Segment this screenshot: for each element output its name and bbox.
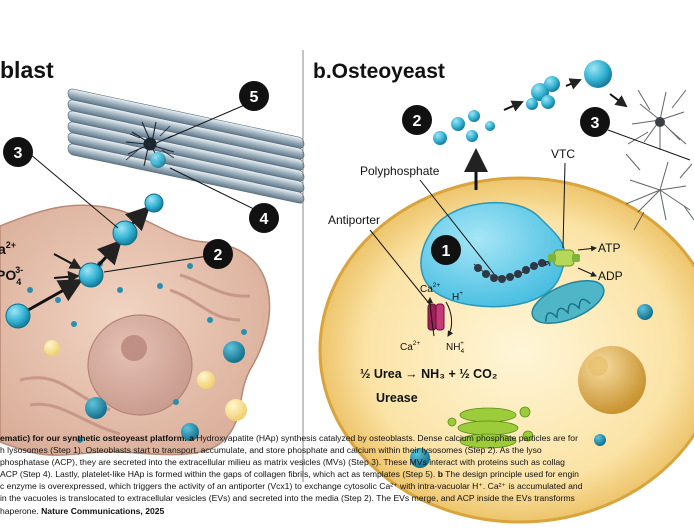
caption-line: haperone. Nature Communications, 2025	[0, 505, 694, 517]
lysosome	[85, 397, 107, 419]
vacuole	[420, 201, 566, 308]
step-marker-5: 5	[239, 81, 269, 111]
urea-equation: ½ Urea → NH₃ + ½ CO₂	[360, 367, 497, 381]
vtc-label: VTC	[551, 147, 575, 161]
step-marker-4: 4	[249, 203, 279, 233]
ion-phosphate: PO43-	[0, 265, 23, 287]
svg-text:2: 2	[214, 247, 223, 264]
small-vacuole	[637, 304, 653, 320]
vtc-complex	[548, 249, 580, 267]
er-ridges	[19, 273, 251, 436]
caption-bold: ematic) for our synthetic osteoyeast pla…	[0, 433, 194, 443]
vesicle	[197, 371, 215, 389]
caption-bold: b	[437, 469, 443, 480]
panel-a-title: blast	[0, 57, 54, 83]
step-marker-b3: 3	[580, 107, 610, 137]
vesicle	[225, 399, 247, 421]
hap-crystals-yeast	[625, 89, 694, 231]
adp-label: ADP	[598, 269, 623, 283]
extracellular-vesicles	[433, 110, 495, 145]
large-ev	[584, 60, 612, 88]
transport-pathway	[5, 193, 164, 329]
nucleus	[87, 314, 193, 416]
ca-inside-label: Ca2+	[420, 282, 440, 295]
svg-text:4: 4	[260, 211, 269, 228]
pi-label: Pi	[545, 262, 551, 268]
ion-calcium: a2+	[0, 240, 16, 257]
step-marker-2: 2	[203, 239, 233, 269]
small-vacuole	[410, 448, 430, 468]
lysosome-step2	[78, 262, 104, 288]
caption-line: c enzyme is overexpressed, which trigger…	[0, 481, 583, 492]
vesicle	[44, 340, 60, 356]
step-marker-b2: 2	[402, 105, 432, 135]
merged-vesicles	[526, 76, 560, 110]
lysosome	[181, 423, 199, 441]
svg-text:3: 3	[591, 115, 600, 132]
collagen-fibrils	[67, 88, 305, 204]
nucleus-yeast	[578, 346, 646, 414]
antiporter-protein	[427, 303, 445, 331]
small-vacuole	[594, 434, 606, 446]
figure-caption: ematic) for our synthetic osteoyeast pla…	[0, 432, 694, 532]
matrix-vesicle	[112, 220, 138, 246]
nucleolus-yeast	[588, 356, 608, 376]
nucleolus	[121, 335, 147, 361]
hap-crystal-cluster	[125, 121, 175, 167]
svg-text:3: 3	[14, 145, 23, 162]
panel-b-title: b.Osteoyeast	[313, 60, 445, 83]
antiporter-label: Antiporter	[328, 213, 380, 227]
nh4-label: NH4+	[446, 340, 464, 355]
caption-text: ACP (Step 4). Lastly, platelet-like HAp …	[0, 469, 438, 480]
panel-a: blast	[0, 57, 305, 456]
caption-line: h lysosomes (Step 1). Osteoblasts start …	[0, 445, 542, 456]
caption-text: The design principle used for engin	[442, 469, 579, 480]
polyphosphate-chain: Pi	[473, 259, 557, 283]
svg-text:1: 1	[442, 243, 451, 260]
ca-outside-label: Ca2+	[400, 340, 420, 353]
svg-text:2: 2	[413, 113, 422, 130]
atp-label: ATP	[598, 241, 620, 255]
caption-line: ematic) for our synthetic osteoyeast pla…	[0, 432, 694, 444]
mitochondrion	[531, 280, 605, 324]
polyphosphate-label: Polyphosphate	[360, 164, 440, 178]
caption-line: phosphatase (ACP), they are secreted int…	[0, 457, 565, 468]
caption-line: in the vacuoles is translocated to extra…	[0, 493, 575, 504]
crystal-core	[655, 117, 665, 127]
caption-line: ACP (Step 4). Lastly, platelet-like HAp …	[0, 468, 694, 480]
step-marker-3: 3	[3, 137, 33, 167]
panel-b: b.Osteoyeast	[313, 60, 694, 524]
lysosome	[223, 341, 245, 363]
mv-on-fibril	[150, 152, 166, 168]
golgi	[447, 406, 534, 449]
caption-source: Nature Communications, 2025	[41, 505, 165, 516]
urease-label: Urease	[376, 391, 418, 405]
h-plus-label: H+	[452, 290, 463, 303]
caption-text: Hydroxyapatite (HAp) synthesis catalyzed…	[193, 433, 578, 443]
lysosome-step1	[5, 303, 31, 329]
matrix-vesicle-secreted	[144, 193, 164, 213]
caption-text: haperone.	[0, 505, 42, 516]
svg-text:5: 5	[250, 89, 259, 106]
step-marker-b1: 1	[431, 235, 461, 265]
